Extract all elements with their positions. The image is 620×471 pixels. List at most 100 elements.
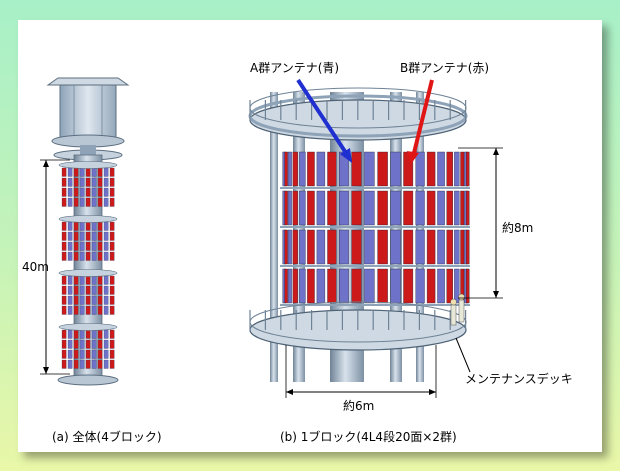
tower-antenna-panel	[67, 275, 73, 285]
tower-antenna-panel	[61, 221, 67, 231]
tower-antenna-panel	[67, 167, 73, 177]
tower-antenna-panel	[97, 241, 103, 251]
tower-antenna-panel	[85, 187, 91, 197]
antenna-panel	[466, 151, 470, 187]
antenna-panel	[307, 229, 315, 265]
tower-antenna-panel	[67, 359, 73, 369]
tower-antenna-panel	[67, 241, 73, 251]
tower-antenna-panel	[85, 231, 91, 241]
tower-antenna-panel	[79, 305, 85, 315]
tower-antenna-panel	[97, 305, 103, 315]
tower-antenna-panel	[67, 295, 73, 305]
antenna-panel	[316, 151, 326, 187]
tower-antenna-panel	[109, 275, 115, 285]
antenna-panel	[390, 190, 401, 226]
tower-block-deck	[58, 215, 118, 223]
tower-antenna-panel	[97, 275, 103, 285]
tower-antenna-panel	[73, 251, 79, 261]
tower-antenna-panel	[85, 251, 91, 261]
tower-antenna-panel	[97, 221, 103, 231]
antenna-panel	[364, 268, 375, 304]
height-total-label: 40m	[22, 260, 49, 274]
tower-antenna-panel	[97, 177, 103, 187]
tower-antenna-panel	[91, 339, 97, 349]
antenna-panel	[351, 190, 362, 226]
tower-antenna-panel	[109, 187, 115, 197]
antenna-panel	[446, 268, 453, 304]
antenna-panel	[364, 190, 375, 226]
tower-antenna-panel	[79, 231, 85, 241]
tower-antenna-panel	[73, 187, 79, 197]
tower-antenna-panel	[109, 349, 115, 359]
antenna-panel	[390, 151, 401, 187]
tower-antenna-panel	[85, 295, 91, 305]
tower-antenna-panel	[91, 295, 97, 305]
tower-antenna-panel	[109, 305, 115, 315]
antenna-panel	[415, 229, 425, 265]
antenna-panel	[351, 151, 362, 187]
tower-antenna-panel	[73, 231, 79, 241]
tower-antenna-panel	[61, 167, 67, 177]
antenna-panel	[307, 268, 315, 304]
tower-antenna-panel	[103, 359, 109, 369]
antenna-panel	[316, 190, 326, 226]
tower-antenna-panel	[79, 329, 85, 339]
antenna-panel	[377, 190, 388, 226]
tower-antenna-panel	[67, 349, 73, 359]
antenna-panel	[292, 190, 298, 226]
tower-antenna-panel	[85, 197, 91, 207]
tower-antenna-panel	[79, 187, 85, 197]
diameter-label: 約6m	[343, 399, 375, 413]
tower-antenna-panel	[61, 197, 67, 207]
antenna-panel	[287, 268, 292, 304]
tower-antenna-panel	[61, 305, 67, 315]
antenna-panel	[426, 268, 436, 304]
antenna-panel	[466, 229, 470, 265]
tower-antenna-panel	[97, 251, 103, 261]
tower-antenna-panel	[79, 349, 85, 359]
tower-antenna-panel	[85, 177, 91, 187]
antenna-panel	[287, 190, 292, 226]
antenna-panel	[446, 151, 453, 187]
tower-antenna-panel	[109, 339, 115, 349]
tower-antenna-panel	[91, 231, 97, 241]
tower-antenna-panel	[85, 305, 91, 315]
caption-a: (a) 全体(4ブロック)	[52, 430, 162, 444]
tower-antenna-panel	[109, 231, 115, 241]
tower-antenna-panel	[73, 197, 79, 207]
tower-antenna-panel	[109, 359, 115, 369]
antenna-panel	[307, 190, 315, 226]
tower-antenna-panel	[79, 241, 85, 251]
tower-antenna-panel	[79, 221, 85, 231]
antenna-panel	[284, 229, 288, 265]
tower-antenna-panel	[103, 231, 109, 241]
tower-antenna-panel	[97, 187, 103, 197]
antenna-panel	[339, 268, 349, 304]
antenna-panel	[460, 151, 465, 187]
tower-antenna-panel	[61, 241, 67, 251]
group-b-label: B群アンテナ(赤)	[400, 61, 490, 75]
tower-antenna-panel	[73, 167, 79, 177]
tower-antenna-panel	[67, 339, 73, 349]
tower-antenna-panel	[103, 349, 109, 359]
tower-antenna-panel	[103, 329, 109, 339]
antenna-panel	[339, 229, 349, 265]
antenna-panel	[415, 268, 425, 304]
antenna-panel	[327, 190, 337, 226]
tower-antenna-panel	[91, 349, 97, 359]
tower-antenna-panel	[91, 359, 97, 369]
antenna-panel	[466, 190, 470, 226]
tower-antenna-panel	[79, 339, 85, 349]
tower-antenna-panel	[73, 339, 79, 349]
tower-antenna-panel	[67, 197, 73, 207]
tower-antenna-panel	[67, 251, 73, 261]
antenna-panel	[287, 229, 292, 265]
antenna-panel	[307, 151, 315, 187]
antenna-panel	[390, 268, 401, 304]
tower-antenna-panel	[91, 251, 97, 261]
antenna-panel	[446, 229, 453, 265]
tower-antenna-panel	[73, 221, 79, 231]
tower-block-deck	[58, 269, 118, 277]
antenna-panel	[284, 268, 288, 304]
antenna-panel	[460, 229, 465, 265]
